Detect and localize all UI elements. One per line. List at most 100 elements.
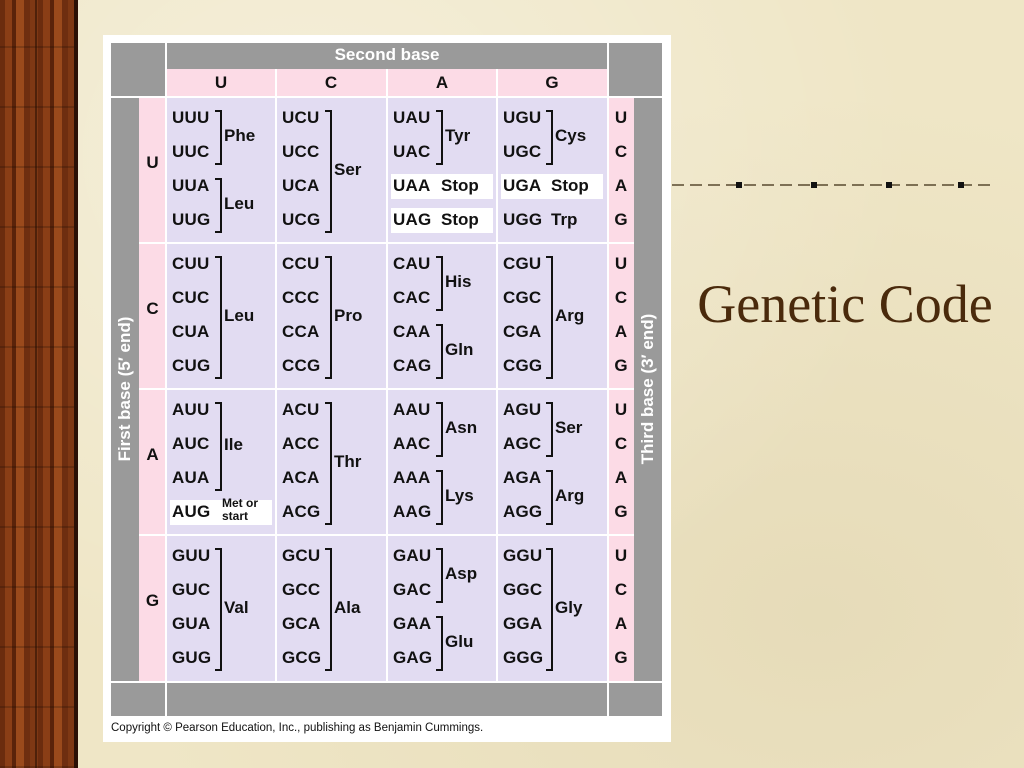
copyright-note: Copyright © Pearson Education, Inc., pub… <box>111 722 484 734</box>
codon-ugg: UGG <box>503 210 543 229</box>
codon-bracket <box>436 256 443 311</box>
codon-bracket <box>325 110 332 233</box>
slide-title: Genetic Code <box>697 274 993 334</box>
codon-aau: AAU <box>393 400 431 419</box>
amino-acid-label: Stop <box>551 176 589 195</box>
codon-ugc: UGC <box>503 142 542 161</box>
third-base-c: C <box>614 142 628 161</box>
amino-acid-label: Tyr <box>445 125 471 145</box>
codon-gcu: GCU <box>282 546 321 565</box>
separator <box>139 388 634 390</box>
separator <box>275 69 277 682</box>
first-base-a: A <box>146 445 159 464</box>
codon-aaa: AAA <box>393 468 431 487</box>
amino-acid-label: Leu <box>224 193 255 213</box>
codon-bracket <box>325 402 332 525</box>
third-base-u: U <box>614 546 628 565</box>
amino-acid-label: Phe <box>224 125 256 145</box>
amino-acid-label: Gly <box>555 597 583 617</box>
codon-gac: GAC <box>393 580 432 599</box>
codon-cuc: CUC <box>172 288 210 307</box>
separator <box>139 534 634 536</box>
codon-gug: GUG <box>172 648 212 667</box>
second-base-a: A <box>435 73 449 92</box>
codon-bracket <box>215 110 222 165</box>
codon-gcc: GCC <box>282 580 321 599</box>
third-base-a: A <box>614 176 628 195</box>
third-base-u: U <box>614 400 628 419</box>
codon-aca: ACA <box>282 468 320 487</box>
codon-bracket <box>436 470 443 525</box>
amino-acid-label: Gln <box>445 339 474 359</box>
codon-uau: UAU <box>393 108 431 127</box>
corner-bottom-left <box>111 682 166 716</box>
codon-bracket <box>215 402 222 491</box>
highlight-box <box>501 174 603 199</box>
highlight-box <box>170 500 272 525</box>
codon-ccg: CCG <box>282 356 321 375</box>
codon-cgu: CGU <box>503 254 542 273</box>
codon-ggu: GGU <box>503 546 543 565</box>
amino-acid-label: Ser <box>555 417 583 437</box>
codon-guc: GUC <box>172 580 211 599</box>
amino-acid-label: Leu <box>224 305 255 325</box>
third-base-band <box>634 97 662 682</box>
codon-uaa: UAA <box>393 176 431 195</box>
codon-aua: AUA <box>172 468 210 487</box>
first-base-c: C <box>146 299 159 318</box>
third-base-c: C <box>614 580 628 599</box>
amino-acid-label: Stop <box>441 210 479 229</box>
codon-acc: ACC <box>282 434 320 453</box>
codon-cgg: CGG <box>503 356 543 375</box>
codon-acu: ACU <box>282 400 320 419</box>
amino-acid-label: Arg <box>555 485 585 505</box>
second-base-label: Second base <box>334 45 440 64</box>
amino-acid-label: Glu <box>445 631 474 651</box>
amino-acid-label: Ile <box>224 434 243 454</box>
third-base-g: G <box>614 648 628 667</box>
third-base-u: U <box>614 108 628 127</box>
codon-aga: AGA <box>503 468 542 487</box>
codon-ccu: CCU <box>282 254 320 273</box>
codon-cau: CAU <box>393 254 431 273</box>
corner-top-left <box>111 43 166 97</box>
second-base-g: G <box>545 73 559 92</box>
amino-acid-label: Asn <box>445 417 478 437</box>
codon-bracket <box>436 324 443 379</box>
codon-ucu: UCU <box>282 108 320 127</box>
codon-aac: AAC <box>393 434 431 453</box>
wood-border <box>0 0 76 768</box>
bottom-band <box>166 682 608 716</box>
second-base-u: U <box>214 73 228 92</box>
amino-acid-label: His <box>445 271 472 291</box>
separator <box>386 69 388 682</box>
codon-cua: CUA <box>172 322 210 341</box>
codon-uug: UUG <box>172 210 211 229</box>
amino-acid-label: Stop <box>441 176 479 195</box>
codon-aug: AUG <box>172 502 211 521</box>
codon-bracket <box>436 110 443 165</box>
second-base-header <box>166 43 608 69</box>
codon-ugu: UGU <box>503 108 542 127</box>
codon-gcg: GCG <box>282 648 322 667</box>
third-base-c: C <box>614 288 628 307</box>
first-base-band <box>111 97 139 682</box>
third-base-c: C <box>614 434 628 453</box>
codon-ccc: CCC <box>282 288 320 307</box>
codon-bracket <box>546 256 553 379</box>
codon-cuu: CUU <box>172 254 210 273</box>
codon-bracket <box>436 548 443 603</box>
separator <box>496 69 498 682</box>
first-base-label: First base (5′ end) <box>115 316 134 462</box>
codon-caa: CAA <box>393 322 431 341</box>
amino-acid-label: Pro <box>334 305 363 325</box>
codon-acg: ACG <box>282 502 321 521</box>
separator <box>139 242 634 244</box>
amino-acid-label: Lys <box>445 485 474 505</box>
third-base-g: G <box>614 210 628 229</box>
separator <box>165 43 167 716</box>
third-base-a: A <box>614 614 628 633</box>
codon-uuu: UUU <box>172 108 210 127</box>
third-base-g: G <box>614 356 628 375</box>
third-base-a: A <box>614 468 628 487</box>
